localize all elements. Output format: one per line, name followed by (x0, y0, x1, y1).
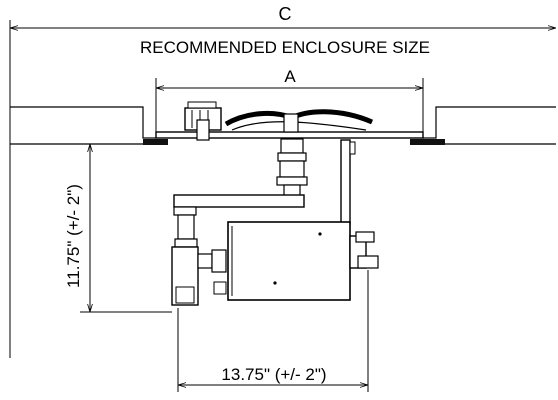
dimension-c: C (9, 4, 556, 358)
height-dimension: 11.75" (+/- 2") (64, 144, 172, 313)
dimension-c-label: C (279, 4, 292, 24)
burner-assembly (155, 101, 424, 306)
dimension-a-label: A (284, 67, 296, 86)
enclosure-caption: RECOMMENDED ENCLOSURE SIZE (140, 38, 430, 57)
width-dimension-label: 13.75" (+/- 2") (221, 365, 326, 384)
dimension-a: A (155, 67, 424, 138)
width-dimension: 13.75" (+/- 2") (177, 270, 369, 392)
height-dimension-label: 11.75" (+/- 2") (64, 184, 83, 288)
countertop-left (10, 106, 168, 145)
countertop-right (410, 106, 556, 145)
